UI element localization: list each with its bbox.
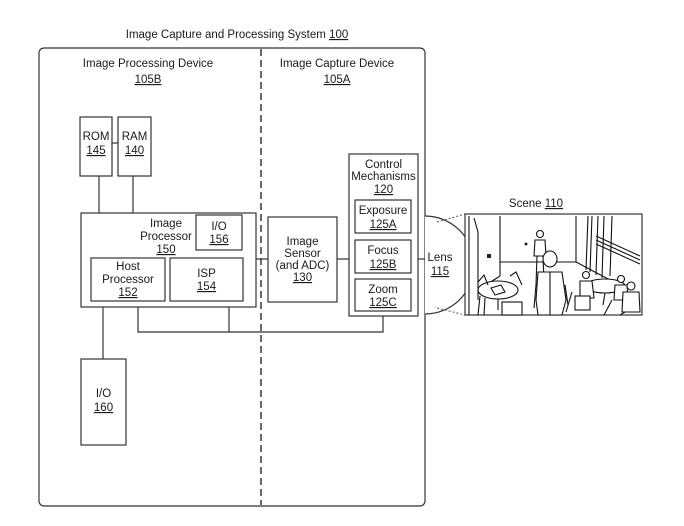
focus-block: Focus 125B bbox=[354, 239, 412, 274]
control-mechanisms-block: Control Mechanisms 120 Exposure 125A Foc… bbox=[348, 153, 419, 317]
lens-block: Lens 115 bbox=[424, 213, 475, 316]
exposure-block: Exposure 125A bbox=[354, 199, 412, 234]
control-mechanisms-ref: 120 bbox=[374, 184, 393, 196]
scene-title: Scene 110 bbox=[509, 198, 563, 210]
host-processor-ref: 152 bbox=[118, 287, 137, 299]
host-processor-block: Host Processor 152 bbox=[90, 257, 166, 302]
ram-ref: 140 bbox=[125, 145, 144, 157]
wire-control-bus bbox=[137, 307, 384, 333]
processing-device-title: Image Processing Device bbox=[83, 58, 213, 70]
io-160-block: I/O 160 bbox=[80, 358, 127, 446]
control-mechanisms-line1: Control bbox=[365, 159, 402, 171]
io-156-label: I/O bbox=[211, 221, 226, 233]
io-156-ref: 156 bbox=[209, 234, 228, 246]
host-processor-line2: Processor bbox=[102, 274, 154, 286]
system-title: Image Capture and Processing System 100 bbox=[126, 29, 348, 41]
image-sensor-line3: (and ADC) bbox=[276, 260, 330, 272]
focus-label: Focus bbox=[367, 245, 399, 257]
lens-view-line-bottom bbox=[436, 307, 466, 316]
rom-ref: 145 bbox=[86, 145, 105, 157]
zoom-block: Zoom 125C bbox=[354, 278, 412, 312]
exposure-ref: 125A bbox=[370, 219, 397, 231]
lens-ref: 115 bbox=[431, 266, 449, 278]
isp-ref: 154 bbox=[197, 281, 217, 293]
isp-label: ISP bbox=[197, 268, 216, 280]
io-156-block: I/O 156 bbox=[195, 214, 243, 251]
processing-device-ref: 105B bbox=[135, 74, 162, 86]
ram-label: RAM bbox=[122, 131, 148, 143]
isp-block: ISP 154 bbox=[169, 257, 244, 302]
capture-device-ref: 105A bbox=[324, 74, 351, 86]
lens-label: Lens bbox=[428, 252, 453, 264]
focus-ref: 125B bbox=[370, 259, 397, 271]
lens-view-line-top bbox=[436, 213, 466, 223]
image-processor-ref: 150 bbox=[156, 244, 175, 256]
connections bbox=[98, 142, 425, 359]
io-160-ref: 160 bbox=[94, 402, 113, 414]
ram-block: RAM 140 bbox=[117, 116, 152, 177]
capture-device-title: Image Capture Device bbox=[280, 58, 394, 70]
image-sensor-line2: Sensor bbox=[284, 248, 321, 260]
control-mechanisms-line2: Mechanisms bbox=[351, 171, 416, 183]
image-sensor-line1: Image bbox=[287, 236, 319, 248]
image-sensor-ref: 130 bbox=[293, 272, 312, 284]
io-160-label: I/O bbox=[96, 388, 111, 400]
scene-image bbox=[464, 213, 643, 316]
image-processor-line1: Image bbox=[150, 218, 182, 230]
image-processor-block: Image Processor 150 I/O 156 Host Process… bbox=[80, 212, 257, 308]
image-sensor-block: Image Sensor (and ADC) 130 bbox=[267, 216, 338, 303]
zoom-label: Zoom bbox=[368, 284, 397, 296]
rom-label: ROM bbox=[83, 131, 110, 143]
image-processor-line2: Processor bbox=[140, 231, 192, 243]
rom-block: ROM 145 bbox=[79, 116, 113, 177]
exposure-label: Exposure bbox=[359, 205, 408, 217]
host-processor-line1: Host bbox=[116, 261, 140, 273]
zoom-ref: 125C bbox=[369, 297, 397, 309]
